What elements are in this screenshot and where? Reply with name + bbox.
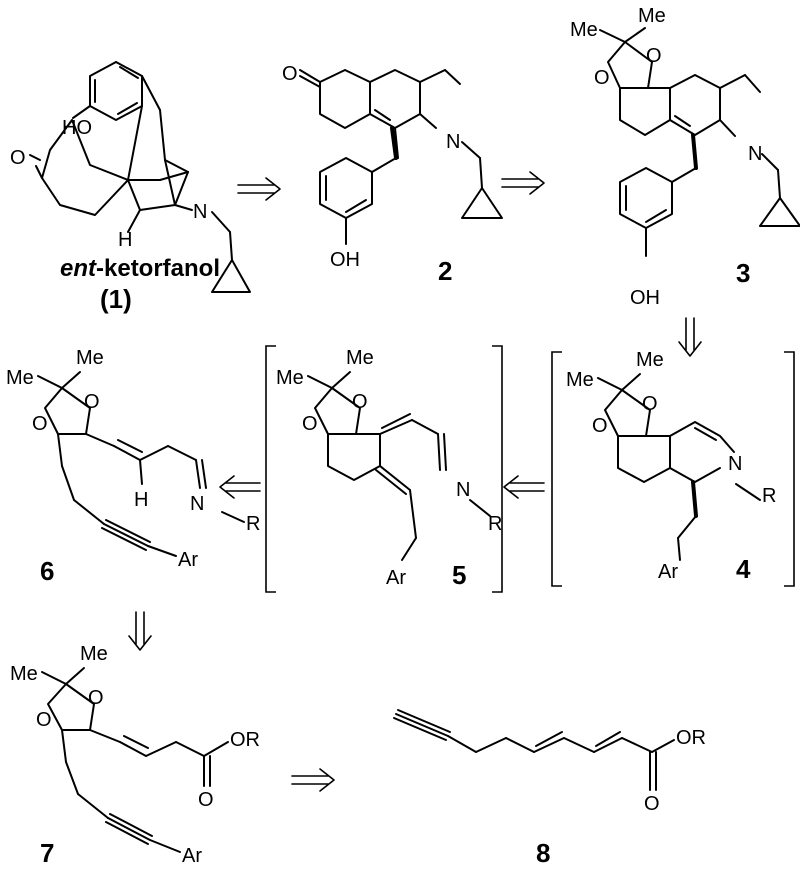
atom-label-n: N <box>456 479 470 501</box>
atom-label-o: O <box>594 67 610 89</box>
atom-label-o: O <box>642 393 658 415</box>
retro-arrow-2 <box>501 171 545 195</box>
atom-label-r: R <box>488 513 502 535</box>
atom-label-o: O <box>198 789 214 811</box>
atom-label-ar: Ar <box>182 845 202 867</box>
atom-label-or: OR <box>230 729 260 751</box>
retro-arrow-4 <box>503 475 545 499</box>
bracket-right-4 <box>784 351 795 587</box>
compound-6-structure <box>37 371 245 557</box>
atom-label-o: O <box>644 793 660 815</box>
retro-arrow-7 <box>291 768 335 792</box>
atom-label-o: O <box>36 709 52 731</box>
atom-label-ho: HO <box>62 117 92 139</box>
compound-6-label: 6 <box>40 556 54 586</box>
atom-label-o: O <box>646 45 662 67</box>
compound-2-structure <box>299 69 503 245</box>
atom-label-oh: OH <box>330 249 360 271</box>
atom-label-n: N <box>193 201 207 223</box>
compound-2-label: 2 <box>438 256 452 286</box>
compound-3-structure <box>599 27 800 257</box>
compound-8-structure <box>393 709 675 791</box>
atom-label-ar: Ar <box>658 561 678 583</box>
atom-label-me: Me <box>10 663 38 685</box>
retro-arrow-1 <box>237 177 281 201</box>
compound-4-label: 4 <box>736 554 751 584</box>
compound-7-structure <box>41 667 229 853</box>
compound-5-label: 5 <box>452 560 466 590</box>
atom-label-n: N <box>190 493 204 515</box>
retro-arrow-6 <box>128 611 152 651</box>
atom-label-me: Me <box>6 367 34 389</box>
atom-label-n: N <box>748 143 762 165</box>
atom-label-o: O <box>88 687 104 709</box>
atom-label-me: Me <box>570 19 598 41</box>
atom-label-or: OR <box>676 727 706 749</box>
atom-label-me: Me <box>80 643 108 665</box>
compound-1-structure <box>29 61 251 293</box>
atom-label-me: Me <box>566 369 594 391</box>
atom-label-r: R <box>246 513 260 535</box>
compound-4-structure <box>597 373 761 561</box>
atom-label-me: Me <box>76 347 104 369</box>
atom-label-oh: OH <box>630 287 660 309</box>
atom-label-o: O <box>592 415 608 437</box>
compound-3-label: 3 <box>736 258 750 288</box>
atom-label-o: O <box>352 391 368 413</box>
bracket-right-5 <box>492 345 503 593</box>
atom-label-me: Me <box>346 347 374 369</box>
compound-1-label: (1) <box>100 284 132 314</box>
atom-label-h: H <box>118 229 132 251</box>
atom-label-ar: Ar <box>178 549 198 571</box>
atom-label-o: O <box>10 147 26 169</box>
atom-label-me: Me <box>638 5 666 27</box>
atom-label-ar: Ar <box>386 567 406 589</box>
retro-arrow-5 <box>219 475 261 499</box>
compound-7-label: 7 <box>40 838 54 868</box>
atom-label-me: Me <box>636 349 664 371</box>
compound-5-structure <box>307 371 491 561</box>
atom-label-me: Me <box>276 367 304 389</box>
atom-label-n: N <box>446 131 460 153</box>
atom-label-o: O <box>282 63 298 85</box>
bracket-left-4 <box>551 351 562 587</box>
compound-1-name-suffix: -ketorfanol <box>96 255 220 282</box>
compound-1-name: ent-ketorfanol <box>60 255 220 282</box>
compound-1-name-prefix: ent <box>60 255 97 282</box>
atom-label-r: R <box>762 485 776 507</box>
atom-label-h: H <box>134 489 148 511</box>
atom-label-n: N <box>728 453 742 475</box>
atom-label-o: O <box>32 413 48 435</box>
atom-label-o: O <box>84 391 100 413</box>
compound-8-label: 8 <box>536 838 550 868</box>
bracket-left-5 <box>265 345 276 593</box>
retro-arrow-3 <box>678 317 702 357</box>
atom-label-o: O <box>302 413 318 435</box>
